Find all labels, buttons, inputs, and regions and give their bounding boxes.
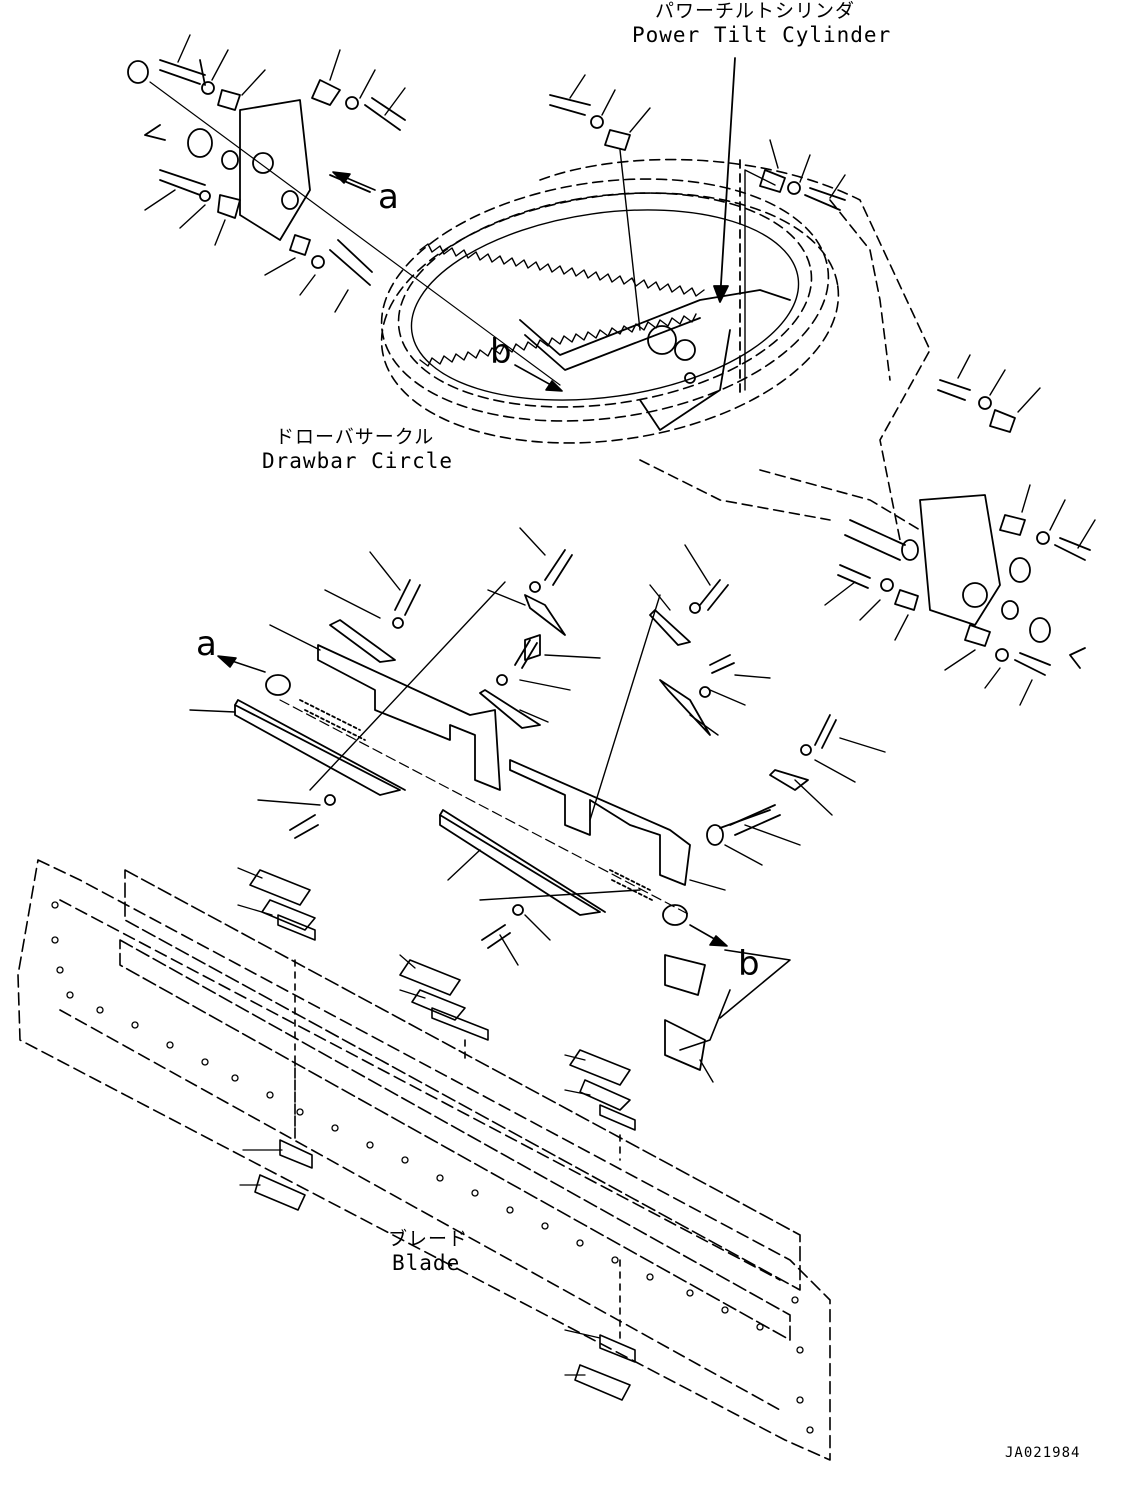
blade-rails bbox=[234, 594, 809, 1071]
leader-lines bbox=[144, 34, 1096, 1083]
blade-clips bbox=[249, 869, 636, 1401]
drawing-code: JA021984 bbox=[1005, 1445, 1081, 1461]
power-tilt-cylinder-label-en: Power Tilt Cylinder bbox=[632, 23, 892, 47]
drawbar-circle-label-en: Drawbar Circle bbox=[262, 449, 454, 473]
blade-clip-leaders bbox=[237, 867, 601, 1376]
blade-label-jp: ブレード bbox=[388, 1228, 469, 1250]
reference-marker-b-lower: b bbox=[738, 944, 760, 984]
reference-marker-a-upper: a bbox=[378, 177, 399, 217]
drawbar-circle bbox=[380, 158, 931, 541]
power-tilt-cylinder bbox=[519, 57, 791, 431]
drawbar-circle-teeth bbox=[410, 209, 800, 401]
blade-holes bbox=[51, 901, 814, 1434]
reference-marker-a-lower: a bbox=[196, 624, 217, 664]
drawbar-circle-label-jp: ドローバサークル bbox=[275, 426, 435, 448]
upper-right-bracket bbox=[549, 94, 1016, 433]
upper-left-bracket bbox=[127, 59, 561, 386]
blade-label-en: Blade bbox=[392, 1251, 461, 1275]
right-bracket bbox=[837, 494, 1091, 676]
reference-marker-b-upper: b bbox=[490, 332, 512, 372]
reference-arrows bbox=[217, 171, 791, 1051]
middle-bolts bbox=[289, 549, 837, 949]
power-tilt-cylinder-label-jp: パワーチルトシリンダ bbox=[655, 0, 856, 22]
blade bbox=[17, 859, 831, 1461]
